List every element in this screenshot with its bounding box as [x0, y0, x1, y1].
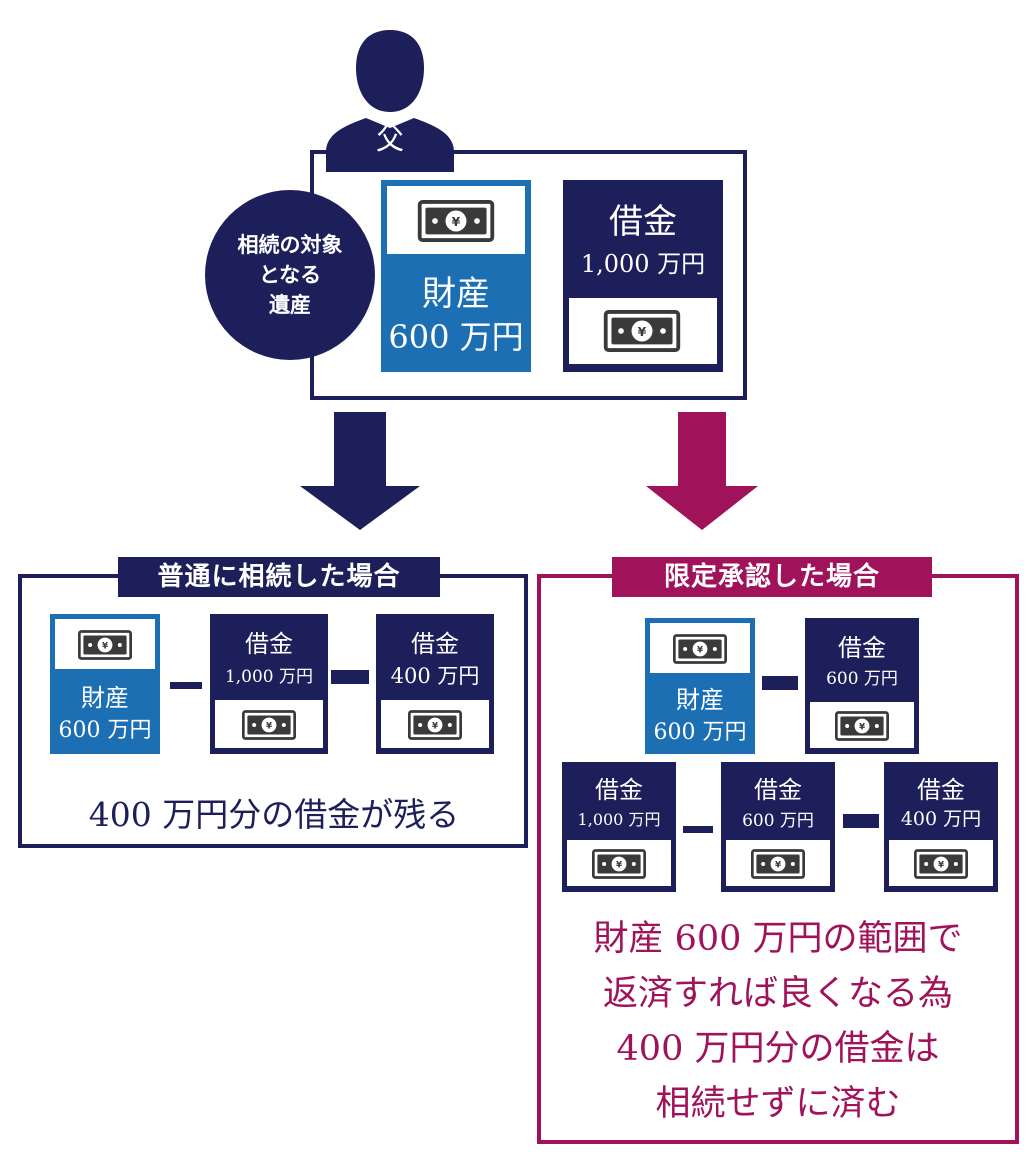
- estate-circle: [205, 190, 375, 360]
- arrow-down-icon: [300, 412, 420, 530]
- yen-bill-icon: [914, 849, 968, 879]
- right-paid-debt-title: 借金: [754, 776, 802, 804]
- right-conclusion-line-2: 返済すれば良くなる為: [602, 974, 953, 1014]
- left-result-amount: 400 万円: [390, 664, 480, 688]
- top-debt-card: 借金 1,000 万円: [563, 180, 723, 372]
- person-icon: [326, 30, 454, 172]
- person-label: 父: [375, 123, 404, 156]
- right-remaining-debt-card: 借金 400 万円: [884, 762, 998, 892]
- right-conclusion-line-3: 400 万円分の借金は: [616, 1029, 940, 1069]
- yen-bill-icon: [78, 630, 132, 660]
- yen-bill-icon: [751, 849, 805, 879]
- left-asset-card: 財産 600 万円: [50, 614, 160, 754]
- minus-sign: [683, 826, 713, 833]
- left-debt-title: 借金: [245, 630, 293, 658]
- right-paid-debt-amount: 600 万円: [742, 811, 814, 831]
- right-conclusion-line-1: 財産 600 万円の範囲で: [593, 919, 963, 959]
- right-asset-amount: 600 万円: [653, 720, 747, 745]
- circle-line-1: 相続の対象: [237, 233, 343, 257]
- right-covered-debt-amount: 600 万円: [826, 669, 898, 689]
- equals-sign: [331, 670, 369, 684]
- left-debt-card: 借金 1,000 万円: [210, 614, 328, 754]
- top-debt-title: 借金: [609, 202, 677, 242]
- yen-bill-icon: [242, 710, 296, 740]
- equals-sign: [762, 676, 798, 690]
- right-paid-debt-card: 借金 600 万円: [721, 762, 835, 892]
- right-total-debt-amount: 1,000 万円: [577, 810, 661, 829]
- right-conclusion: 財産 600 万円の範囲で 返済すれば良くなる為 400 万円分の借金は 相続せ…: [541, 912, 1015, 1132]
- left-result-title: 借金: [411, 630, 459, 658]
- yen-bill-icon: [603, 310, 681, 352]
- left-asset-amount: 600 万円: [58, 718, 152, 743]
- yen-bill-icon: [417, 200, 495, 242]
- yen-bill-icon: [835, 711, 889, 741]
- limited-approval-banner: 限定承認した場合: [612, 557, 932, 597]
- top-debt-amount: 1,000 万円: [580, 250, 706, 278]
- right-conclusion-line-4: 相続せずに済む: [655, 1084, 901, 1124]
- right-asset-title: 財産: [676, 686, 724, 714]
- yen-bill-icon: [592, 849, 646, 879]
- yen-bill-icon: [408, 710, 462, 740]
- minus-sign: [170, 682, 202, 689]
- right-asset-card: 財産 600 万円: [645, 618, 755, 754]
- left-conclusion: 400 万円分の借金が残る: [88, 795, 460, 834]
- top-asset-card: 財産 600 万円: [381, 180, 531, 372]
- top-asset-title: 財産: [422, 274, 490, 314]
- right-remaining-debt-amount: 400 万円: [900, 808, 982, 830]
- yen-bill-icon: [673, 634, 727, 664]
- normal-inheritance-banner: 普通に相続した場合: [118, 557, 440, 597]
- left-debt-amount: 1,000 万円: [224, 667, 314, 687]
- right-covered-debt-card: 借金 600 万円: [805, 618, 919, 754]
- arrow-down-icon: [646, 412, 758, 530]
- equals-sign: [843, 814, 879, 828]
- right-remaining-debt-title: 借金: [917, 776, 965, 804]
- top-asset-amount: 600 万円: [388, 318, 524, 356]
- right-covered-debt-title: 借金: [838, 634, 886, 662]
- circle-line-3: 遺産: [269, 293, 311, 317]
- estate-circle-text: 相続の対象 となる 遺産: [205, 230, 375, 320]
- left-result-card: 借金 400 万円: [376, 614, 494, 754]
- right-total-debt-card: 借金 1,000 万円: [562, 762, 676, 892]
- left-asset-title: 財産: [81, 684, 129, 712]
- circle-line-2: となる: [258, 263, 322, 287]
- right-total-debt-title: 借金: [595, 776, 643, 804]
